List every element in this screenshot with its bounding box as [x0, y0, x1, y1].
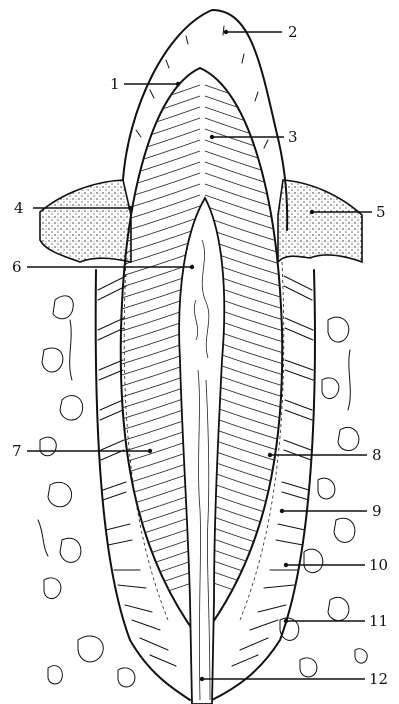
- dentin-tubule: [205, 85, 290, 113]
- dentin-tubule: [205, 558, 290, 586]
- label-3: 3: [288, 128, 298, 146]
- dentin-tubule: [205, 503, 290, 531]
- pulp: [179, 198, 224, 704]
- label-12: 12: [369, 670, 388, 688]
- dentin-tubule: [115, 547, 200, 575]
- dentin-tubule: [205, 580, 290, 608]
- label-4: 4: [14, 199, 24, 217]
- dentin-tubule: [205, 514, 290, 542]
- alveolar-bone-right: [280, 317, 367, 677]
- label-7: 7: [12, 442, 22, 460]
- label-8: 8: [372, 446, 382, 464]
- dentin-tubule: [115, 569, 200, 597]
- dentin-tubule: [115, 151, 200, 179]
- dentin-tubule: [205, 96, 290, 124]
- dentin-tubule: [205, 569, 290, 597]
- label-10: 10: [369, 556, 388, 574]
- dentin-tubule: [115, 558, 200, 586]
- dentin-tubule: [205, 173, 290, 201]
- gingiva-right: [278, 180, 362, 262]
- dentin-tubule: [205, 492, 290, 520]
- dentin-tubule: [205, 547, 290, 575]
- label-11: 11: [369, 612, 388, 630]
- gingiva-left: [40, 180, 131, 262]
- label-1: 1: [110, 75, 120, 93]
- label-5: 5: [376, 203, 386, 221]
- dentin-tubule: [205, 151, 290, 179]
- dentin-tubule: [115, 173, 200, 201]
- dentin-tubule: [205, 140, 290, 168]
- dentin-tubule: [205, 481, 290, 509]
- label-6: 6: [12, 258, 22, 276]
- label-2: 2: [288, 23, 298, 41]
- dentin-tubule: [205, 162, 290, 190]
- dentin-tubule: [205, 525, 290, 553]
- dentin-tubule: [115, 162, 200, 190]
- label-9: 9: [372, 502, 382, 520]
- dentin-tubule: [115, 85, 200, 113]
- dentin-tubule: [205, 107, 290, 135]
- dentin-tubule: [205, 184, 290, 212]
- dentin-tubule: [115, 580, 200, 608]
